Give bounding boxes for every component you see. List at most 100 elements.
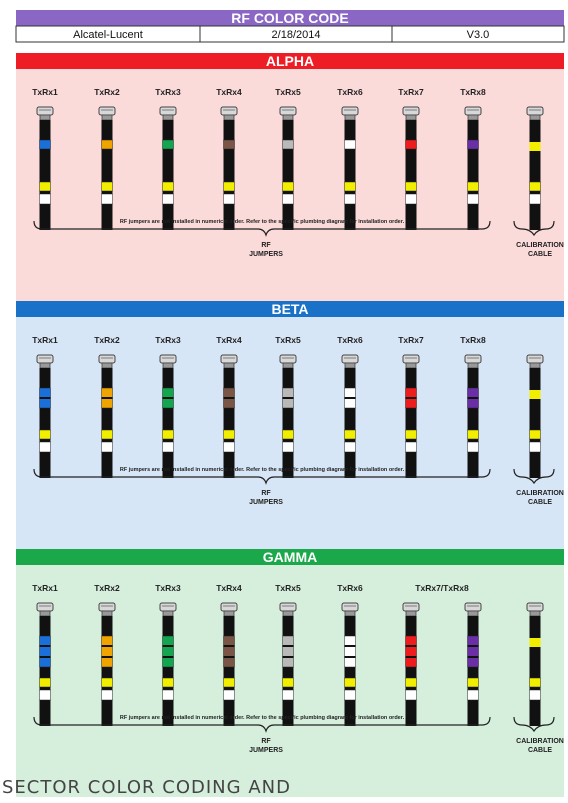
white-band <box>467 193 479 205</box>
yellow-band <box>101 429 113 440</box>
color-band-white <box>344 139 356 150</box>
port-label: TxRx2 <box>94 583 120 593</box>
rf-label: RF <box>261 738 271 745</box>
sector-name: BETA <box>271 301 308 317</box>
band-separator <box>405 656 417 658</box>
white-band <box>223 193 235 205</box>
port-label: TxRx8 <box>460 335 486 345</box>
connector-nut <box>405 362 417 369</box>
white-band <box>405 193 417 205</box>
band-separator <box>162 645 174 647</box>
yellow-band-calibration <box>529 429 541 440</box>
yellow-band <box>405 677 417 688</box>
band-separator <box>344 645 356 647</box>
connector-head <box>341 602 359 612</box>
band-separator <box>101 397 113 399</box>
port-label: TxRx2 <box>94 87 120 97</box>
color-band-green <box>162 139 174 150</box>
jumpers-label: JUMPERS <box>249 251 283 258</box>
yellow-band <box>405 181 417 192</box>
cal-yellow-band-calibration <box>529 390 541 399</box>
jumpers-brace <box>33 716 491 733</box>
yellow-band <box>344 181 356 192</box>
port-label: TxRx4 <box>216 335 242 345</box>
connector-nut <box>344 114 356 121</box>
white-band <box>39 689 51 701</box>
color-band-green <box>162 635 174 668</box>
band-separator <box>405 397 417 399</box>
connector-head <box>402 602 420 612</box>
port-label: TxRx6 <box>337 335 363 345</box>
connector-nut-calibration <box>529 362 541 369</box>
white-band <box>282 441 294 453</box>
yellow-band <box>467 429 479 440</box>
cable-body <box>101 368 113 478</box>
sector-header <box>16 301 564 317</box>
install-note: RF jumpers are not installed in numerica… <box>120 219 405 225</box>
rf-label: RF <box>261 242 271 249</box>
calibration-brace <box>513 468 555 485</box>
white-band <box>467 689 479 701</box>
cable-body <box>39 368 51 478</box>
white-band <box>467 441 479 453</box>
cal-yellow-band-calibration <box>529 142 541 151</box>
cable-body <box>282 368 294 478</box>
white-band <box>162 689 174 701</box>
white-band <box>101 193 113 205</box>
install-note: RF jumpers are not installed in numerica… <box>120 715 405 721</box>
connector-head <box>159 354 177 364</box>
cable-body <box>223 120 235 230</box>
port-label: TxRx2 <box>94 335 120 345</box>
cable-body <box>467 616 479 726</box>
color-band-white <box>344 635 356 668</box>
connector-head <box>464 106 482 116</box>
band-separator <box>162 656 174 658</box>
cable-body <box>405 616 417 726</box>
sector-name: ALPHA <box>266 53 314 69</box>
connector-nut <box>467 114 479 121</box>
connector-head <box>98 354 116 364</box>
yellow-band <box>162 429 174 440</box>
white-band <box>101 689 113 701</box>
calibration-brace <box>513 220 555 237</box>
connector-head <box>341 106 359 116</box>
white-band <box>223 689 235 701</box>
color-band-purple <box>467 635 479 668</box>
band-separator <box>223 397 235 399</box>
cable-body <box>162 368 174 478</box>
color-band-blue <box>39 139 51 150</box>
connector-head <box>279 602 297 612</box>
yellow-band-calibration <box>529 677 541 688</box>
port-label: TxRx8 <box>460 87 486 97</box>
white-band-calibration <box>529 193 541 205</box>
yellow-band <box>223 677 235 688</box>
connector-head <box>464 354 482 364</box>
connector-head <box>36 106 54 116</box>
band-separator <box>405 645 417 647</box>
cable-body <box>405 120 417 230</box>
color-band-red <box>405 635 417 668</box>
connector-nut <box>223 610 235 617</box>
connector-nut <box>162 114 174 121</box>
color-band-brown <box>223 635 235 668</box>
cable-body <box>39 616 51 726</box>
port-label: TxRx3 <box>155 583 181 593</box>
connector-head <box>402 354 420 364</box>
yellow-band <box>162 677 174 688</box>
port-label: TxRx5 <box>275 583 301 593</box>
cable-body-calibration <box>529 120 541 230</box>
white-band <box>162 441 174 453</box>
yellow-band <box>344 429 356 440</box>
cable-body <box>467 120 479 230</box>
yellow-band <box>467 677 479 688</box>
jumpers-brace <box>33 220 491 237</box>
white-band <box>162 193 174 205</box>
connector-head-calibration <box>526 602 544 612</box>
date-text: 2/18/2014 <box>272 29 321 41</box>
white-band-calibration <box>529 689 541 701</box>
white-band-calibration <box>529 441 541 453</box>
band-separator <box>39 397 51 399</box>
band-separator <box>467 397 479 399</box>
cable-label: CABLE <box>528 499 552 506</box>
